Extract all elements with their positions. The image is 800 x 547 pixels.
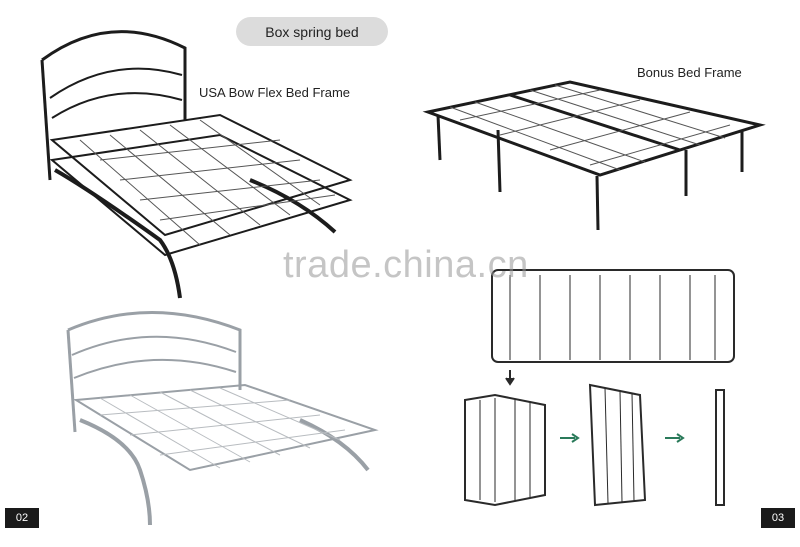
page-number-left: 02 bbox=[5, 508, 39, 528]
black-bow-flex-bed-image bbox=[40, 30, 353, 299]
watermark: trade.china.cn bbox=[283, 244, 529, 286]
page-number-right: 03 bbox=[761, 508, 795, 528]
title-pill: Box spring bed bbox=[236, 17, 388, 46]
folding-sequence-image bbox=[464, 269, 735, 507]
silver-bow-flex-bed-image bbox=[66, 311, 379, 526]
bonus-bed-frame-label: Bonus Bed Frame bbox=[637, 65, 742, 80]
usa-bow-flex-label: USA Bow Flex Bed Frame bbox=[199, 85, 350, 100]
black-bonus-bed-frame-image bbox=[422, 80, 766, 231]
